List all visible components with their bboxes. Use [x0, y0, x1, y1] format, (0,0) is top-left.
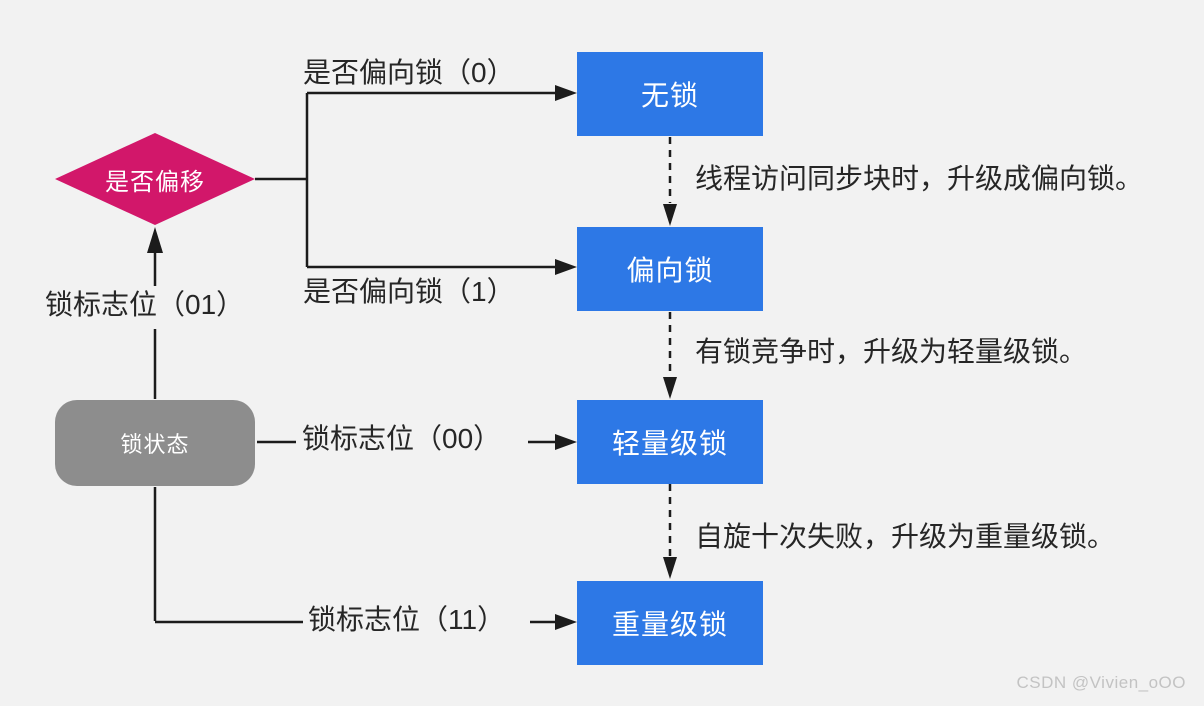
- state-node-nolock-label: 无锁: [640, 80, 699, 111]
- csdn-watermark: CSDN @Vivien_oOO: [1016, 673, 1186, 692]
- state-node-biasedlock-label: 偏向锁: [626, 255, 714, 286]
- arrowhead-nolock: [555, 85, 577, 101]
- arrowhead-decision: [147, 227, 163, 253]
- edge-label-flag-01: 锁标志位（01）: [45, 289, 245, 320]
- state-node-heavylock-label: 重量级锁: [611, 609, 728, 640]
- edge-label-flag-11: 锁标志位（11）: [308, 604, 506, 635]
- state-node-lightlock-label: 轻量级锁: [611, 428, 728, 459]
- decision-node-label: 是否偏移: [105, 168, 205, 196]
- state-node-lightlock: 轻量级锁: [577, 400, 763, 484]
- lock-state-node-label: 锁状态: [120, 432, 190, 457]
- arrowhead-biasedlock: [555, 259, 577, 275]
- edge-label-bias-1: 是否偏向锁（1）: [303, 276, 515, 307]
- edge-source-elbow: [153, 487, 303, 624]
- state-node-nolock: 无锁: [577, 52, 763, 136]
- state-node-heavylock: 重量级锁: [577, 581, 763, 665]
- state-node-biasedlock: 偏向锁: [577, 227, 763, 311]
- arrowhead-upgrade-3: [663, 557, 677, 579]
- decision-node: 是否偏移: [55, 133, 255, 225]
- edge-label-flag-00: 锁标志位（00）: [302, 423, 502, 454]
- transition-label-to-heavy: 自旋十次失败，升级为重量级锁。: [695, 521, 1116, 552]
- arrowhead-lightlock: [555, 434, 577, 450]
- transition-label-to-light: 有锁竞争时，升级为轻量级锁。: [695, 336, 1088, 367]
- arrowhead-upgrade-1: [663, 204, 677, 226]
- decision-diamond-shape: [55, 133, 255, 225]
- arrowhead-upgrade-2: [663, 377, 677, 399]
- arrowhead-heavylock: [555, 614, 577, 630]
- lock-state-node: 锁状态: [55, 400, 255, 486]
- transition-label-to-biased: 线程访问同步块时，升级成偏向锁。: [695, 163, 1144, 194]
- edge-label-bias-0: 是否偏向锁（0）: [303, 57, 515, 88]
